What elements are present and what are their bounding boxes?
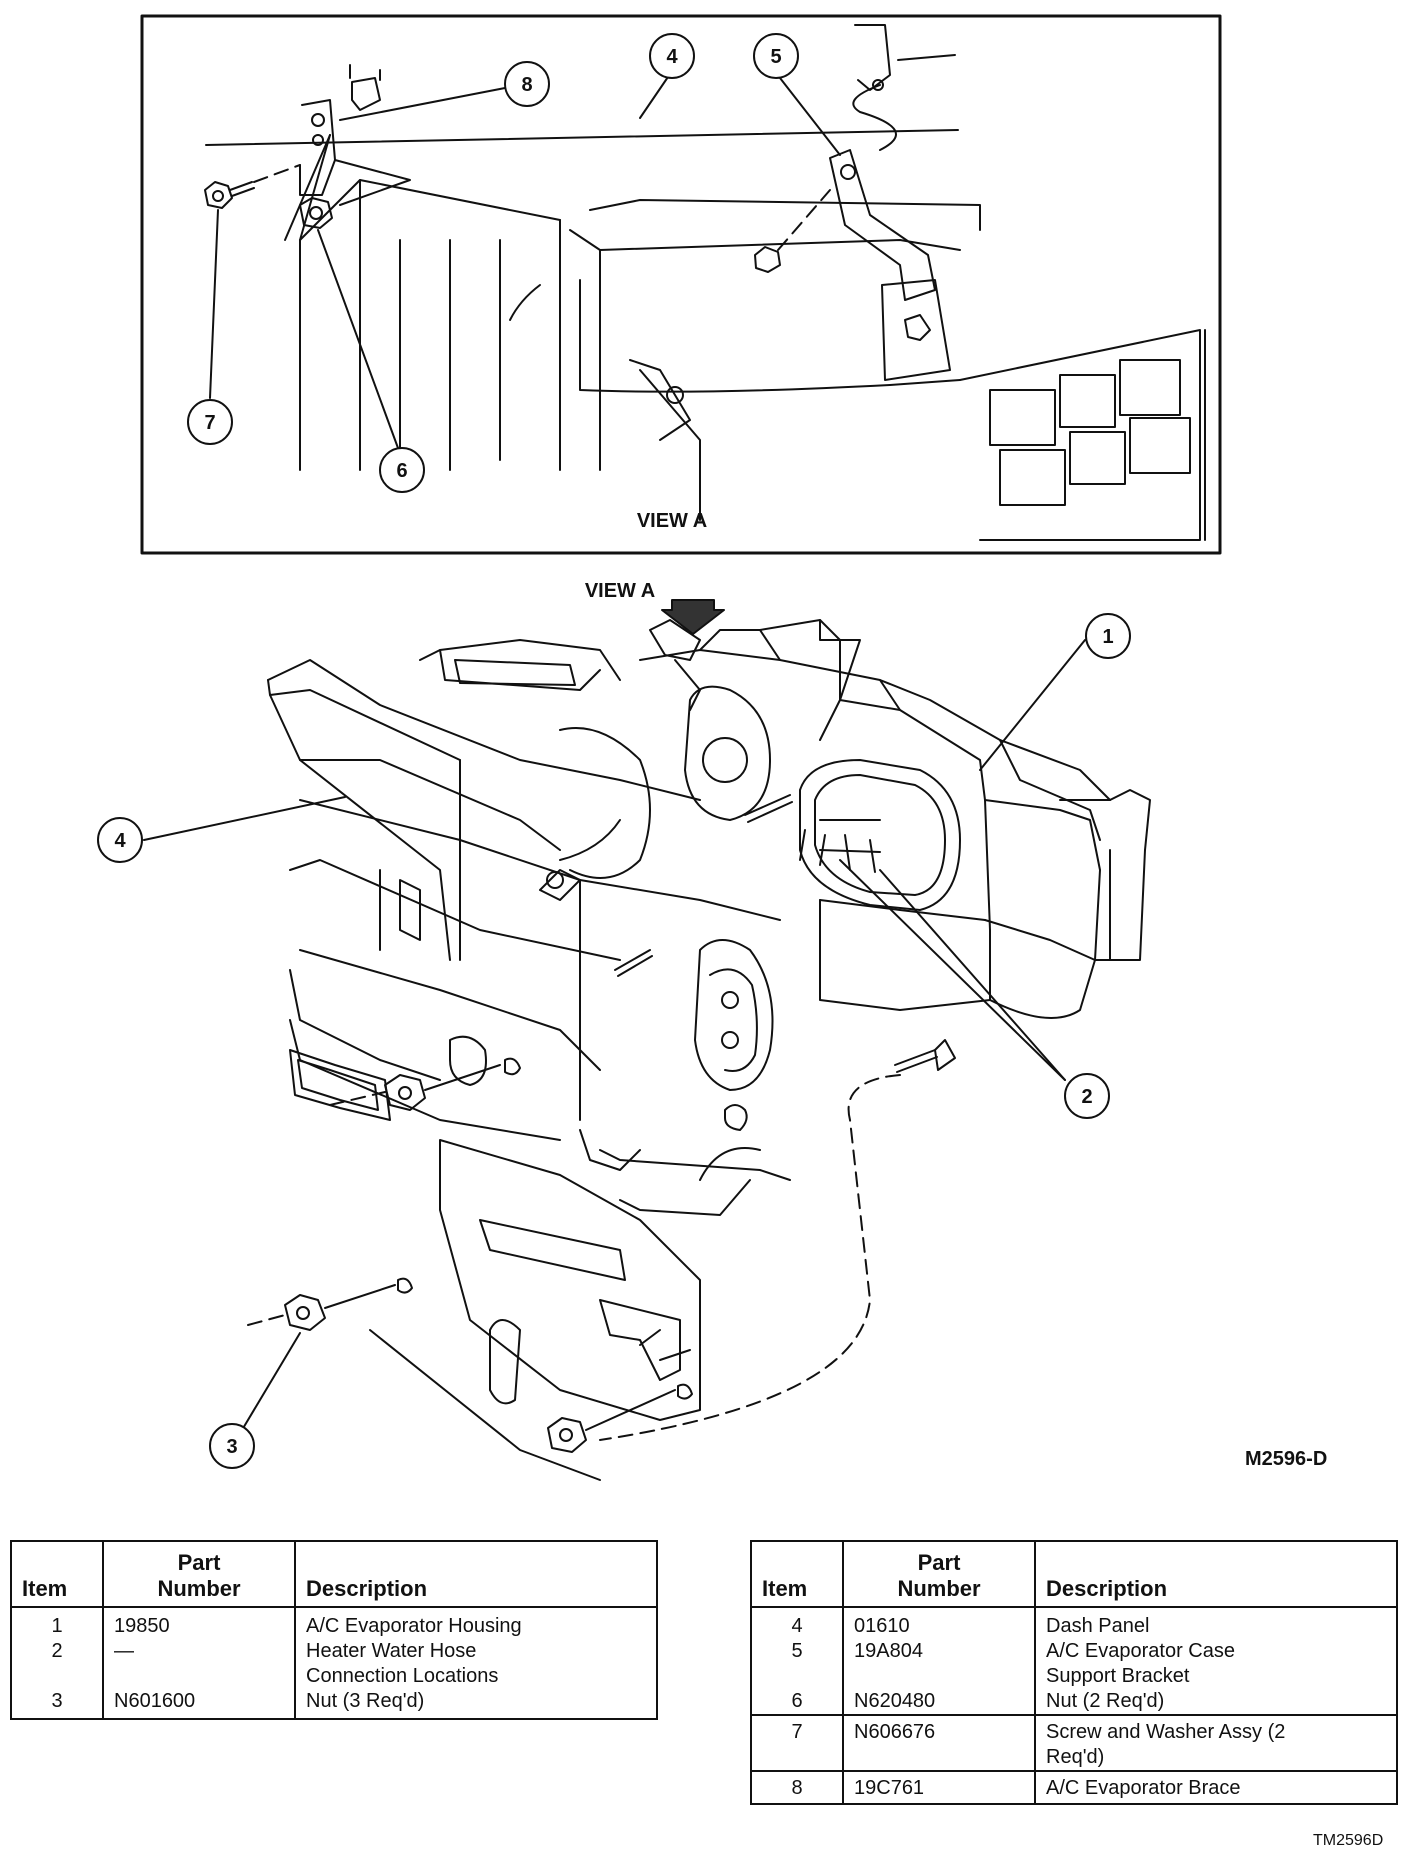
evaporator-case-gasket <box>439 1139 701 1421</box>
cell-part: 19A804 <box>842 1639 1036 1689</box>
parts-table-right: Item Part Number Description 4 01610 Das… <box>750 1540 1398 1805</box>
callout-main-2: 2 <box>1064 1073 1110 1119</box>
leader-inset-7 <box>209 209 219 399</box>
view-a-arrow <box>661 599 725 635</box>
cell-desc: Screw and Washer Assy (2 Req'd) <box>1034 1714 1398 1771</box>
cell-part: 19850 <box>102 1607 296 1639</box>
svg-text:1: 1 <box>1102 626 1113 648</box>
cell-item: 6 <box>750 1689 844 1715</box>
cell-desc: Nut (3 Req'd) <box>294 1689 658 1720</box>
cell-item: 4 <box>750 1607 844 1639</box>
cell-item: 5 <box>750 1639 844 1689</box>
table-header-row: Item Part Number Description <box>10 1540 658 1608</box>
svg-text:7: 7 <box>204 412 215 434</box>
table-row: 6 N620480 Nut (2 Req'd) <box>750 1689 1398 1715</box>
view-a-inset-frame <box>140 14 1222 555</box>
inset-evaporator-case <box>205 129 1206 541</box>
table-row: 4 01610 Dash Panel <box>750 1607 1398 1639</box>
cell-desc-line1: Screw and Washer Assy (2 <box>1046 1721 1286 1743</box>
parts-table-left: Item Part Number Description 1 19850 A/C… <box>10 1540 658 1720</box>
cell-part: N601600 <box>102 1689 296 1720</box>
inset-bracket-5 <box>754 24 956 381</box>
svg-text:3: 3 <box>226 1436 237 1458</box>
figure-code: M2596-D <box>1245 1448 1328 1470</box>
leader-inset-8 <box>339 87 506 121</box>
header-part-line1: Part <box>917 1550 961 1575</box>
callout-inset-4: 4 <box>649 33 695 79</box>
callout-inset-8: 8 <box>504 61 550 107</box>
callout-main-3: 3 <box>209 1423 255 1469</box>
inset-brace-8 <box>299 64 411 229</box>
cell-desc-line1: Heater Water Hose <box>306 1640 477 1662</box>
cell-desc: Heater Water Hose Connection Locations <box>294 1639 658 1689</box>
leader-main-2b <box>879 869 1066 1081</box>
leader-main-4 <box>143 796 346 841</box>
cell-part: 19C761 <box>842 1770 1036 1805</box>
callout-inset-5: 5 <box>753 33 799 79</box>
cell-part: — <box>102 1639 296 1689</box>
cell-desc: Dash Panel <box>1034 1607 1398 1639</box>
leader-main-3 <box>241 1332 301 1431</box>
footer-code: TM2596D <box>1313 1832 1384 1849</box>
svg-text:4: 4 <box>114 830 126 852</box>
leader-inset-4 <box>639 73 671 119</box>
leader-inset-5 <box>779 77 841 156</box>
leader-main-2a <box>839 859 1066 1081</box>
cell-item: 8 <box>750 1770 844 1805</box>
view-a-inset-label: VIEW A <box>637 510 707 532</box>
header-item: Item <box>750 1540 844 1608</box>
cell-desc: A/C Evaporator Housing <box>294 1607 658 1639</box>
svg-text:6: 6 <box>396 460 407 482</box>
cell-item: 3 <box>10 1689 104 1720</box>
cell-part: N606676 <box>842 1714 1036 1771</box>
cell-desc: Nut (2 Req'd) <box>1034 1689 1398 1715</box>
cell-part: 01610 <box>842 1607 1036 1639</box>
header-item: Item <box>10 1540 104 1608</box>
table-row: 7 N606676 Screw and Washer Assy (2 Req'd… <box>750 1714 1398 1771</box>
header-description: Description <box>294 1540 658 1608</box>
callout-main-1: 1 <box>1085 613 1131 659</box>
svg-text:2: 2 <box>1081 1086 1092 1108</box>
header-description: Description <box>1034 1540 1398 1608</box>
svg-text:8: 8 <box>521 74 532 96</box>
cell-desc: A/C Evaporator Case Support Bracket <box>1034 1639 1398 1689</box>
exploded-view-diagram: 4 5 6 7 8 1 2 3 4 VIEW A VIEW A <box>97 14 1222 1481</box>
view-a-main-label: VIEW A <box>585 580 655 602</box>
header-part-line1: Part <box>177 1550 221 1575</box>
callout-inset-7: 7 <box>187 399 233 445</box>
svg-text:5: 5 <box>770 46 781 68</box>
table-row: 2 — Heater Water Hose Connection Locatio… <box>10 1639 658 1689</box>
inset-screw-7 <box>204 164 301 209</box>
evaporator-housing <box>419 619 1151 1131</box>
header-part-line2: Number <box>897 1576 981 1601</box>
cell-part: N620480 <box>842 1689 1036 1715</box>
cell-desc-line2: Support Bracket <box>1046 1665 1190 1687</box>
cell-desc-line2: Req'd) <box>1046 1746 1105 1768</box>
table-row: 8 19C761 A/C Evaporator Brace <box>750 1770 1398 1805</box>
header-part-number: Part Number <box>842 1540 1036 1608</box>
callout-inset-6: 6 <box>379 447 425 493</box>
table-row: 1 19850 A/C Evaporator Housing <box>10 1607 658 1639</box>
cell-desc-line2: Connection Locations <box>306 1665 499 1687</box>
callout-main-4: 4 <box>97 817 143 863</box>
table-row: 3 N601600 Nut (3 Req'd) <box>10 1689 658 1720</box>
cell-item: 2 <box>10 1639 104 1689</box>
cell-desc-line1: A/C Evaporator Case <box>1046 1640 1235 1662</box>
header-part-number: Part Number <box>102 1540 296 1608</box>
header-part-line2: Number <box>157 1576 241 1601</box>
leader-inset-6 <box>317 229 399 449</box>
cell-desc: A/C Evaporator Brace <box>1034 1770 1398 1805</box>
svg-text:4: 4 <box>666 46 678 68</box>
cell-item: 1 <box>10 1607 104 1639</box>
table-header-row: Item Part Number Description <box>750 1540 1398 1608</box>
table-row: 5 19A804 A/C Evaporator Case Support Bra… <box>750 1639 1398 1689</box>
mounting-nuts-3 <box>247 1057 901 1481</box>
leader-main-1 <box>979 639 1086 771</box>
cell-item: 7 <box>750 1714 844 1771</box>
